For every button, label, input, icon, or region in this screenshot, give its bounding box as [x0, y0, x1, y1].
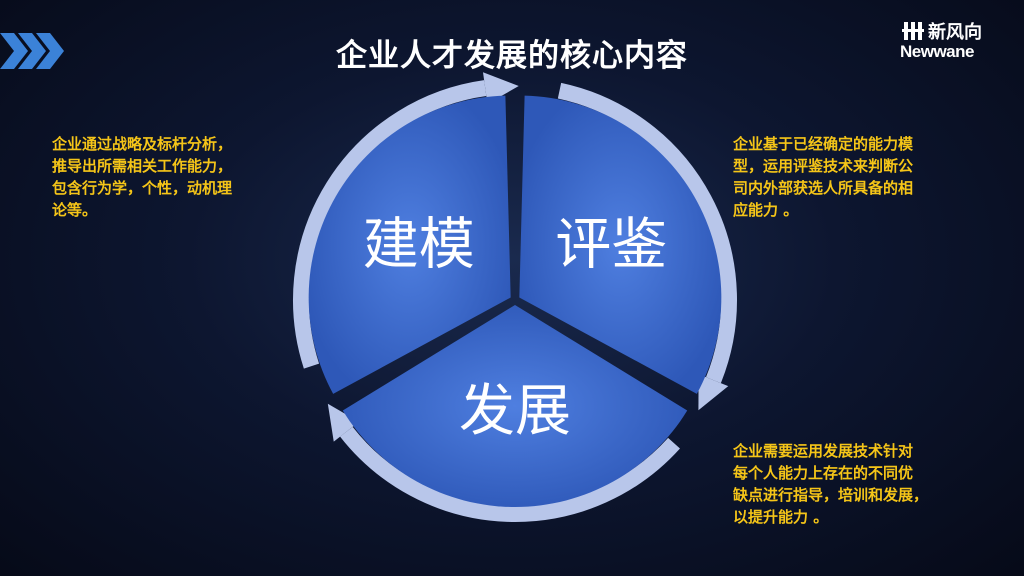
cycle-arrow-arc — [557, 82, 737, 384]
modeling-line: 包含行为学，个性，动机理 — [52, 179, 233, 197]
cycle-arrow-arc — [340, 426, 680, 522]
segment-modeling — [308, 95, 511, 394]
evaluation-line: 应能力 。 — [733, 201, 799, 219]
development-line: 企业需要运用发展技术针对 — [733, 442, 914, 460]
modeling-line: 论等。 — [52, 201, 98, 219]
modeling-line: 推导出所需相关工作能力， — [52, 157, 233, 175]
segment-label-evaluation: 评鉴 — [555, 213, 667, 278]
logo-english-text: Newwane — [900, 42, 974, 61]
cycle-arrow-ring — [293, 72, 737, 522]
cycle-arrow-arc — [293, 80, 487, 369]
segment-label-modeling: 建模 — [363, 213, 475, 278]
segment-development — [342, 305, 688, 507]
cycle-arrow-icon — [698, 374, 729, 411]
modeling-description: 企业通过战略及标杆分析， 推导出所需相关工作能力， 包含行为学，个性，动机理 论… — [52, 133, 302, 221]
logo: 新风向 Newwane — [900, 18, 1010, 66]
evaluation-line: 司内外部获选人所具备的相 — [733, 179, 914, 197]
newwane-logo-icon — [902, 22, 924, 40]
page-title: 企业人才发展的核心内容 — [336, 38, 688, 74]
cycle-arrow-icon — [482, 72, 519, 104]
evaluation-line: 型，运用评鉴技术来判断公 — [733, 157, 914, 175]
development-description: 企业需要运用发展技术针对 每个人能力上存在的不同优 缺点进行指导，培训和发展， … — [733, 440, 983, 528]
evaluation-description: 企业基于已经确定的能力模 型，运用评鉴技术来判断公 司内外部获选人所具备的相 应… — [733, 133, 983, 221]
segment-label-development: 发展 — [459, 379, 571, 444]
cycle-arrow-icon — [327, 403, 359, 442]
development-line: 每个人能力上存在的不同优 — [733, 464, 914, 482]
chevron-right-icon — [0, 33, 64, 69]
evaluation-line: 企业基于已经确定的能力模 — [733, 135, 914, 153]
development-line: 缺点进行指导，培训和发展， — [733, 486, 929, 504]
modeling-line: 企业通过战略及标杆分析， — [52, 135, 233, 153]
segment-evaluation — [519, 95, 722, 394]
development-line: 以提升能力 。 — [733, 508, 829, 526]
logo-chinese-text: 新风向 — [928, 22, 982, 43]
